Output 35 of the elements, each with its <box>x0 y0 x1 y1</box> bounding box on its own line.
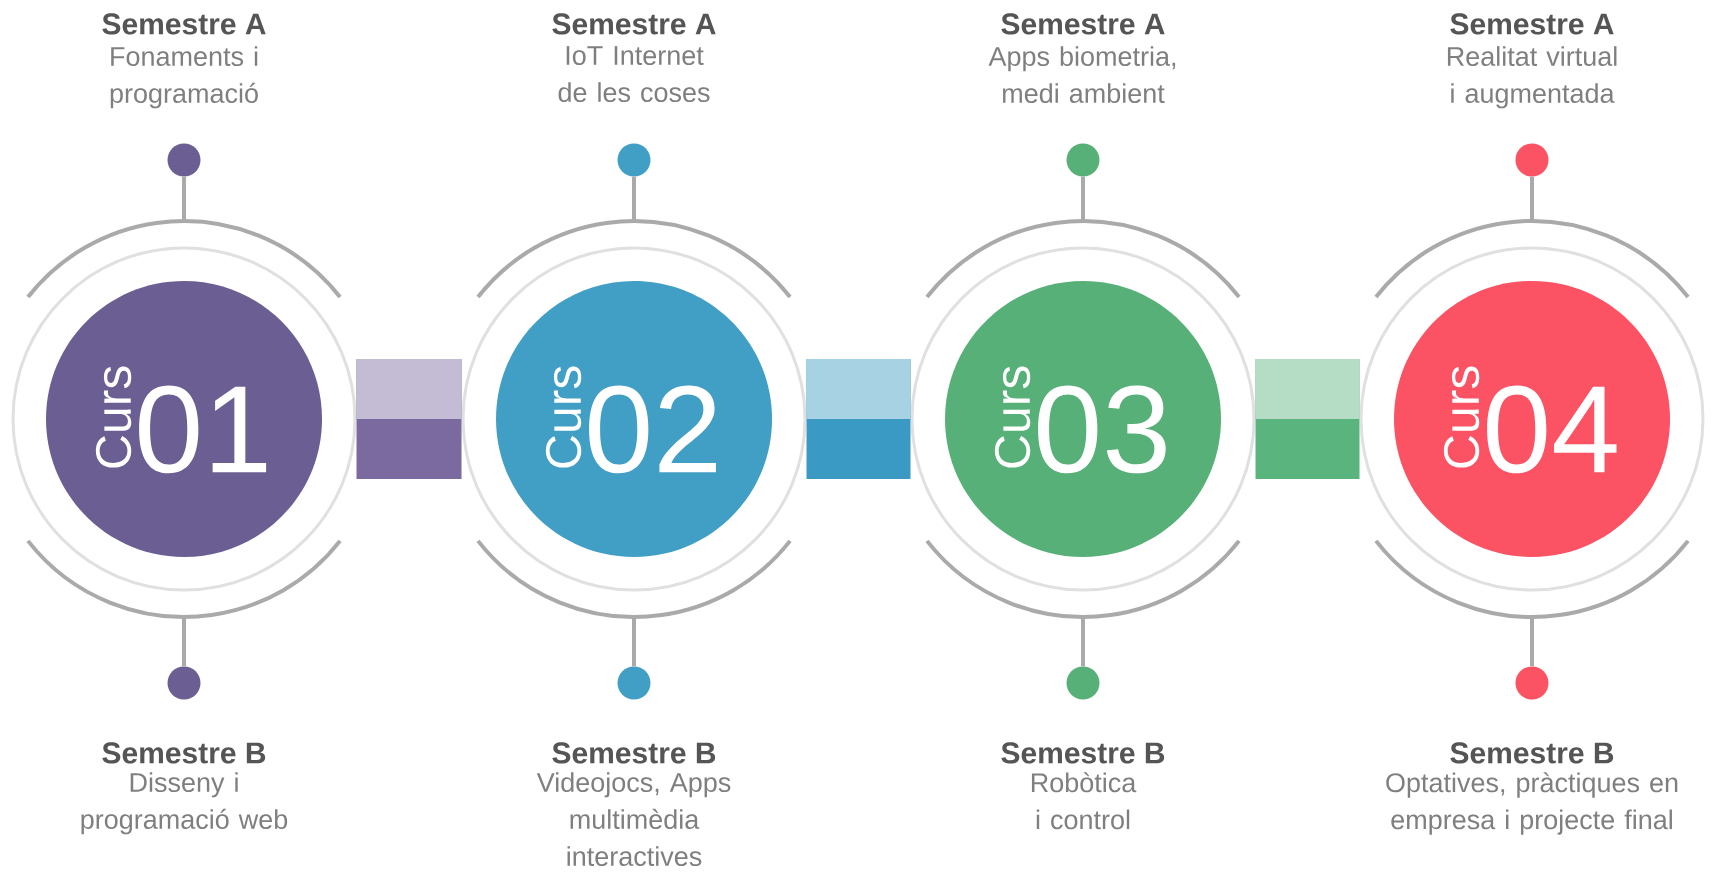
semester-heading: Semestre B <box>552 742 716 764</box>
connector-line <box>632 618 636 667</box>
dot <box>1515 143 1549 177</box>
dot <box>1066 666 1100 700</box>
connector-line <box>182 618 186 667</box>
semester-heading: Semestre B <box>1450 742 1614 764</box>
semester-heading: Semestre B <box>1001 742 1165 764</box>
semester-heading: Semestre A <box>102 13 266 35</box>
course-description: Apps biometria, medi ambient <box>988 46 1176 103</box>
connector-band <box>1255 359 1360 479</box>
dot <box>1515 666 1549 700</box>
course-description: Optatives, pràctiques en empresa i projecte final <box>1386 772 1678 835</box>
dot <box>167 666 201 700</box>
connector-line <box>1081 618 1085 667</box>
connector-line <box>1081 176 1085 220</box>
course-description: IoT Internet de les coses <box>558 46 710 103</box>
connector-band <box>356 359 462 479</box>
connector-line <box>1530 176 1534 220</box>
dot <box>1066 143 1100 177</box>
dot <box>167 143 201 177</box>
course-description: Robòtica i control <box>1031 772 1137 830</box>
course-description: Fonaments i programació <box>110 46 258 109</box>
connector-line <box>632 176 636 220</box>
connector-line <box>182 176 186 220</box>
course-description: Disseny i programació web <box>81 772 288 835</box>
course-description: Realitat virtual i augmentada <box>1447 46 1617 109</box>
course-description: Videojocs, Apps multimèdia interactives <box>536 772 731 866</box>
semester-heading: Semestre A <box>1450 13 1614 35</box>
semester-heading: Semestre B <box>102 742 266 764</box>
dot <box>617 143 651 177</box>
dot <box>617 666 651 700</box>
semester-heading: Semestre A <box>552 13 716 35</box>
semester-heading: Semestre A <box>1001 13 1165 35</box>
connector-band <box>806 359 911 479</box>
connector-line <box>1530 618 1534 667</box>
